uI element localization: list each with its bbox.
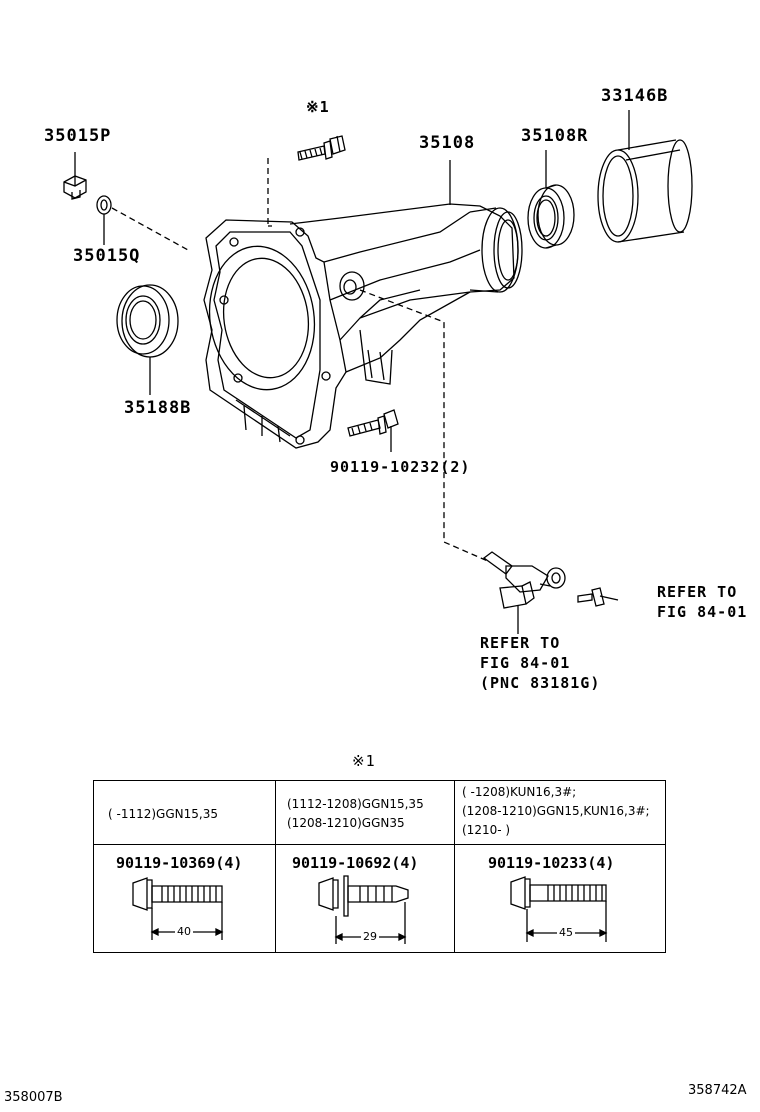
part-label-35015p: 35015P xyxy=(44,126,112,146)
bolt-length-40: 40 xyxy=(175,925,193,938)
table-col2-applicability-line1: (1112-1208)GGN15,35 xyxy=(287,797,424,811)
bolt-length-29: 29 xyxy=(361,930,379,943)
part-label-90119-10232: 90119-10232(2) xyxy=(330,458,471,476)
refer-right-line1: REFER TO xyxy=(657,583,738,601)
table-col3-applicability-line2: (1208-1210)GGN15,KUN16,3#; xyxy=(462,804,650,818)
part-label-35108r: 35108R xyxy=(521,126,589,146)
washer-35015q-illustration xyxy=(96,195,112,215)
cover-33146b-illustration xyxy=(597,139,693,243)
refer-right-line2: FIG 84-01 xyxy=(657,603,748,621)
refer-bottom-line3: (PNC 83181G) xyxy=(480,674,601,692)
bolt-length-45: 45 xyxy=(557,926,575,939)
refer-bottom-line1: REFER TO xyxy=(480,634,561,652)
speed-sensor-illustration xyxy=(482,551,566,609)
footer-right-code: 358742A xyxy=(688,1083,747,1098)
part-label-33146b: 33146B xyxy=(601,86,669,106)
housing-35108-illustration xyxy=(203,203,523,449)
leader-bolt-top xyxy=(267,158,272,227)
table-col3-applicability-line3: (1210- ) xyxy=(462,823,511,837)
part-label-35015q: 35015Q xyxy=(73,246,141,266)
table-col3-part-number: 90119-10233(4) xyxy=(488,854,615,872)
bolt-90119-10232-illustration xyxy=(347,409,399,437)
plug-35015p-illustration xyxy=(63,175,87,200)
table-col1-applicability-line1: ( -1112)GGN15,35 xyxy=(108,807,218,821)
sensor-bolt-illustration xyxy=(577,587,619,607)
part-label-35108: 35108 xyxy=(419,133,476,153)
refer-bottom-line2: FIG 84-01 xyxy=(480,654,571,672)
table-col1-part-number: 90119-10369(4) xyxy=(116,854,243,872)
footer-left-code: 358007B xyxy=(4,1090,63,1105)
part-label-35188b: 35188B xyxy=(124,398,192,418)
bolt-top-illustration xyxy=(297,135,346,161)
table-col2-part-number: 90119-10692(4) xyxy=(292,854,419,872)
note-mark-label: ※1 xyxy=(306,98,330,116)
table-col2-applicability-line2: (1208-1210)GGN35 xyxy=(287,816,405,830)
bolt-detail-1-illustration xyxy=(132,877,224,940)
leader-sensor xyxy=(359,289,491,563)
seal-35188b-illustration xyxy=(116,284,179,358)
table-note-mark: ※1 xyxy=(352,752,376,770)
bearing-35108r-illustration xyxy=(527,184,575,249)
leader-washer xyxy=(111,207,189,251)
table-col3-applicability-line1: ( -1208)KUN16,3#; xyxy=(462,785,577,799)
bolt-application-table: ( -1112)GGN15,35 (1112-1208)GGN15,35 (12… xyxy=(93,780,666,953)
